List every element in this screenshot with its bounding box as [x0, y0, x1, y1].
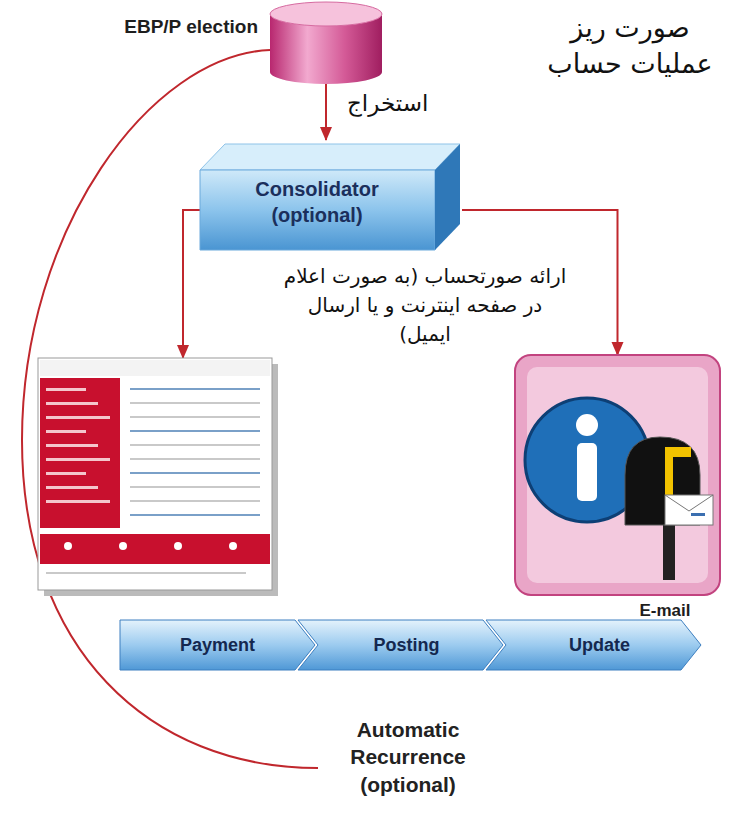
consolidator-box-text: Consolidator (optional): [242, 176, 392, 228]
flow-arrow: [183, 210, 200, 358]
process-chevron: Update: [486, 620, 701, 670]
consolidator-box: Consolidator (optional): [200, 140, 462, 252]
process-chevron-text: Update: [486, 620, 701, 670]
email-icon: E-mail: [515, 355, 720, 627]
edge-label: استخراج: [344, 90, 431, 116]
process-chevron: Payment: [120, 620, 315, 670]
persian-heading: صورت ریز عملیات حساب: [538, 10, 722, 83]
recurrence-label: Automatic Recurrence (optional): [328, 716, 488, 798]
persian-description: ارائه صورتحساب (به صورت اعلام در صفحه ای…: [283, 262, 567, 349]
database-cylinder: EBP/P election: [270, 2, 382, 84]
database-cylinder-outline: [270, 2, 382, 84]
email-icon-outline: [515, 355, 720, 627]
email-icon-text: E-mail: [610, 601, 720, 621]
process-chevron: Posting: [298, 620, 503, 670]
web-page-screenshot-outline: [38, 358, 278, 596]
database-cylinder-text: EBP/P election: [124, 16, 258, 38]
flow-arrow: [325, 84, 327, 140]
process-chevron-text: Posting: [298, 620, 503, 670]
process-chevron-text: Payment: [120, 620, 315, 670]
web-page-screenshot: [38, 358, 278, 596]
